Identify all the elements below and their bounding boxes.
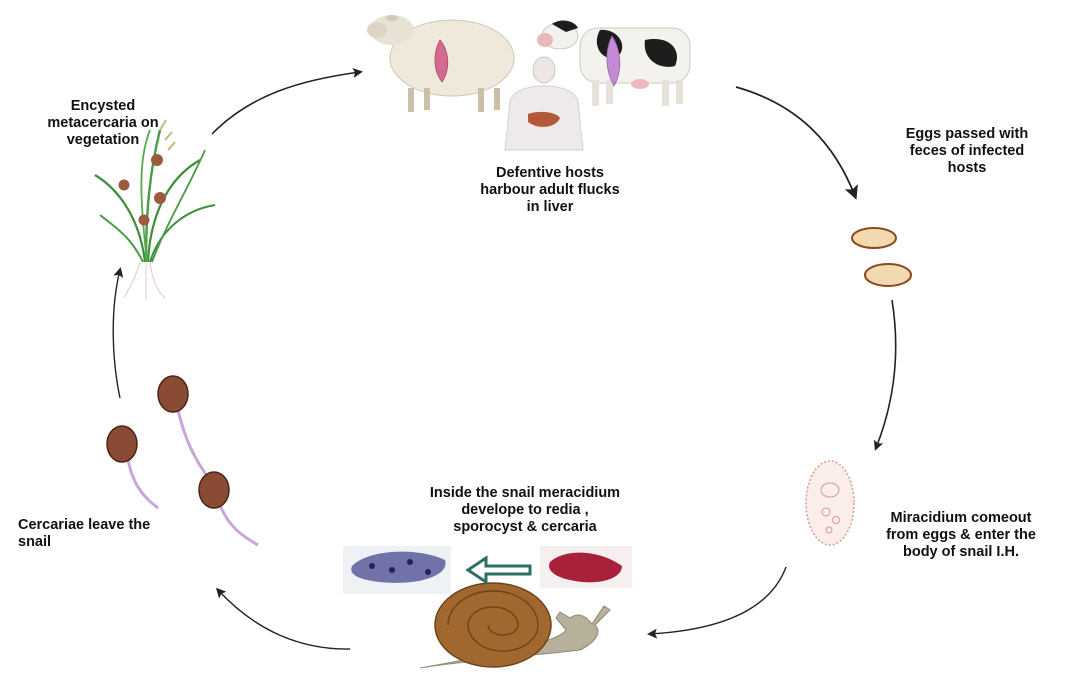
arrow-hosts-to-eggs <box>736 87 855 196</box>
arrow-miracidium-to-snail <box>650 567 786 634</box>
label-eggs-passed: Eggs passed with feces of infected hosts <box>892 126 1042 177</box>
cercaria-icon <box>158 376 210 480</box>
cercaria-icon <box>199 472 258 545</box>
miracidium-icon <box>806 461 854 545</box>
label-inside-snail: Inside the snail meracidium develope to … <box>400 485 650 536</box>
inner-arrow <box>468 558 530 582</box>
cercaria-icon <box>107 426 158 508</box>
arrow-cercariae-to-vegetation <box>113 270 120 398</box>
arrow-vegetation-to-hosts <box>212 72 360 134</box>
redia-slide-icon <box>540 546 632 588</box>
label-miracidium: Miracidium comeout from eggs & enter the… <box>872 510 1050 561</box>
arrow-eggs-to-miracidium <box>876 300 896 448</box>
sporocyst-slide-icon <box>343 546 451 594</box>
label-metacercaria: Encysted metacercaria on vegetation <box>28 98 178 149</box>
human-icon <box>505 57 583 150</box>
arrow-snail-to-cercariae <box>218 590 350 649</box>
egg-icon <box>865 264 911 286</box>
egg-icon <box>852 228 896 248</box>
snail-icon <box>420 583 610 668</box>
label-definitive-hosts: Defentive hosts harbour adult flucks in … <box>460 165 640 216</box>
label-cercariae: Cercariae leave the snail <box>18 517 188 551</box>
sheep-icon <box>367 15 514 112</box>
